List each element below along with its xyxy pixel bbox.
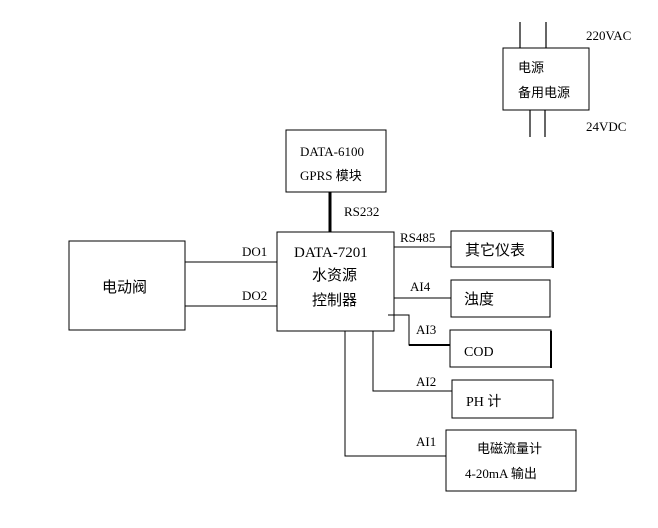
controller-label-2: 水资源 (312, 267, 357, 284)
turbidity-meter: 浊度 (450, 279, 551, 318)
controller-label-3: 控制器 (312, 292, 357, 309)
do1-label: DO1 (242, 244, 267, 259)
controller-box (276, 231, 395, 332)
other-meter-label: 其它仪表 (465, 241, 525, 259)
ai3-label: AI3 (416, 322, 436, 337)
ai1-line (344, 331, 446, 457)
do2-label: DO2 (242, 288, 267, 303)
power-supply: 电源 备用电源 220VAC 24VDC (502, 22, 631, 137)
dc-output-label: 24VDC (586, 119, 626, 134)
ai2-line (372, 331, 452, 392)
cod-meter: COD (449, 329, 552, 368)
flowmeter: 电磁流量计 4-20mA 输出 (445, 429, 577, 492)
flowmeter-box (445, 429, 577, 492)
ph-box (451, 379, 554, 419)
electric-valve: 电动阀 (68, 240, 186, 331)
gprs-module-label-2: GPRS 模块 (300, 168, 362, 183)
ai1-label: AI1 (416, 434, 436, 449)
power-supply-label-2: 备用电源 (518, 85, 570, 100)
gprs-module-label-1: DATA-6100 (300, 144, 364, 159)
electric-valve-label: 电动阀 (102, 279, 147, 296)
turbidity-label: 浊度 (464, 291, 494, 308)
other-meter: 其它仪表 (450, 230, 554, 268)
rs485-label: RS485 (400, 230, 435, 245)
power-supply-label-1: 电源 (518, 60, 544, 75)
ai4-label: AI4 (410, 279, 431, 294)
gprs-module-box (285, 129, 387, 193)
cod-label: COD (464, 345, 494, 360)
rs232-label: RS232 (344, 204, 379, 219)
ph-label: PH 计 (466, 394, 501, 410)
ph-meter: PH 计 (451, 379, 554, 419)
controller: DATA-7201 水资源 控制器 (276, 231, 395, 332)
controller-label-1: DATA-7201 (294, 245, 368, 261)
ac-input-label: 220VAC (586, 28, 631, 43)
flowmeter-label-1: 电磁流量计 (477, 441, 542, 456)
flowmeter-label-2: 4-20mA 输出 (465, 466, 537, 481)
gprs-module: DATA-6100 GPRS 模块 (285, 129, 387, 193)
electric-valve-box (68, 240, 186, 331)
power-supply-box (502, 47, 590, 111)
ai2-label: AI2 (416, 374, 436, 389)
